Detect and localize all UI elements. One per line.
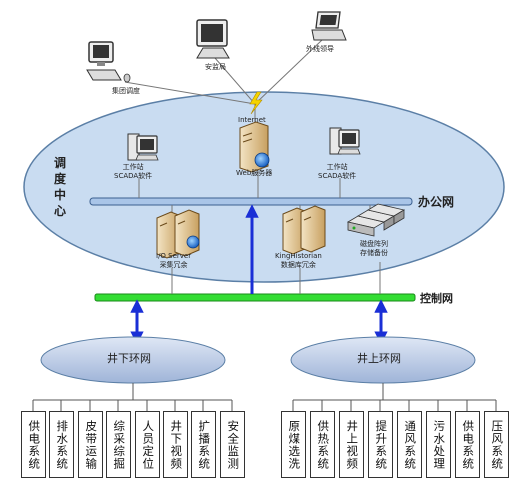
workstation-right-line1: 工作站 [326, 163, 348, 171]
safety-bureau-computer-icon [196, 19, 230, 59]
workstation-right-icon [329, 127, 361, 155]
workstation-right-line2: SCADA软件 [318, 172, 357, 180]
disk-array-line1: 磁盘阵列 [360, 240, 388, 248]
underground-system-4: 综采综掘 [106, 411, 131, 478]
io-server-line2: 采集冗余 [159, 261, 188, 269]
surface-system-4: 提升系统 [368, 411, 393, 478]
dispatch-center-label: 调度中心 [54, 156, 68, 218]
surface-system-7: 供电系统 [455, 411, 480, 478]
disk-array-label: 磁盘阵列 存储备份 [360, 240, 388, 258]
underground-system-7: 扩播系统 [191, 411, 216, 478]
surface-system-8: 压风系统 [484, 411, 509, 478]
disk-array-line2: 存储备份 [360, 249, 388, 257]
surface-tree [292, 383, 497, 411]
workstation-left-icon [127, 133, 159, 161]
office-network-label: 办公网 [418, 195, 455, 209]
control-network-label: 控制网 [420, 292, 453, 305]
surface-system-2: 供热系统 [310, 411, 335, 478]
group-dispatch-computer-icon [86, 41, 131, 83]
group-dispatch-label: 集团调度 [112, 87, 140, 95]
historian-label: KingHistorian 数据库冗余 [275, 252, 322, 270]
underground-system-6: 井下视频 [163, 411, 188, 478]
historian-line1: KingHistorian [275, 252, 322, 260]
historian-server-icon [282, 205, 326, 255]
internet-lightning-icon [249, 91, 263, 115]
internet-links [124, 39, 323, 122]
io-server-line1: I/O Server [156, 252, 192, 260]
web-server-label: Web服务器 [236, 169, 273, 177]
outside-leaders-laptop-icon [311, 11, 347, 41]
underground-tree [32, 383, 233, 411]
internet-label: Internet [238, 116, 266, 124]
underground-system-8: 安全监测 [220, 411, 245, 478]
underground-system-1: 供电系统 [21, 411, 46, 478]
io-server-icon [156, 209, 200, 259]
office-network-bus [89, 197, 413, 206]
surface-system-6: 污水处理 [426, 411, 451, 478]
surface-ring-label: 井上环网 [357, 352, 401, 365]
underground-ring-label: 井下环网 [107, 352, 151, 365]
workstation-left-label: 工作站 SCADA软件 [114, 163, 152, 181]
surface-system-1: 原煤选洗 [281, 411, 306, 478]
safety-bureau-label: 安监局 [205, 63, 226, 71]
workstation-right-label: 工作站 SCADA软件 [318, 163, 356, 181]
disk-array-icon [346, 203, 406, 237]
surface-system-5: 通风系统 [397, 411, 422, 478]
underground-system-5: 人员定位 [135, 411, 160, 478]
surface-system-3: 井上视频 [339, 411, 364, 478]
historian-line2: 数据库冗余 [280, 261, 316, 269]
io-server-label: I/O Server 采集冗余 [156, 252, 191, 270]
underground-system-3: 皮带运输 [78, 411, 103, 478]
workstation-left-line1: 工作站 [122, 163, 144, 171]
web-server-icon [239, 121, 270, 173]
control-network-bus [94, 293, 416, 302]
underground-system-2: 排水系统 [49, 411, 74, 478]
workstation-left-line2: SCADA软件 [114, 172, 153, 180]
outside-leaders-label: 外线领导 [306, 45, 334, 53]
